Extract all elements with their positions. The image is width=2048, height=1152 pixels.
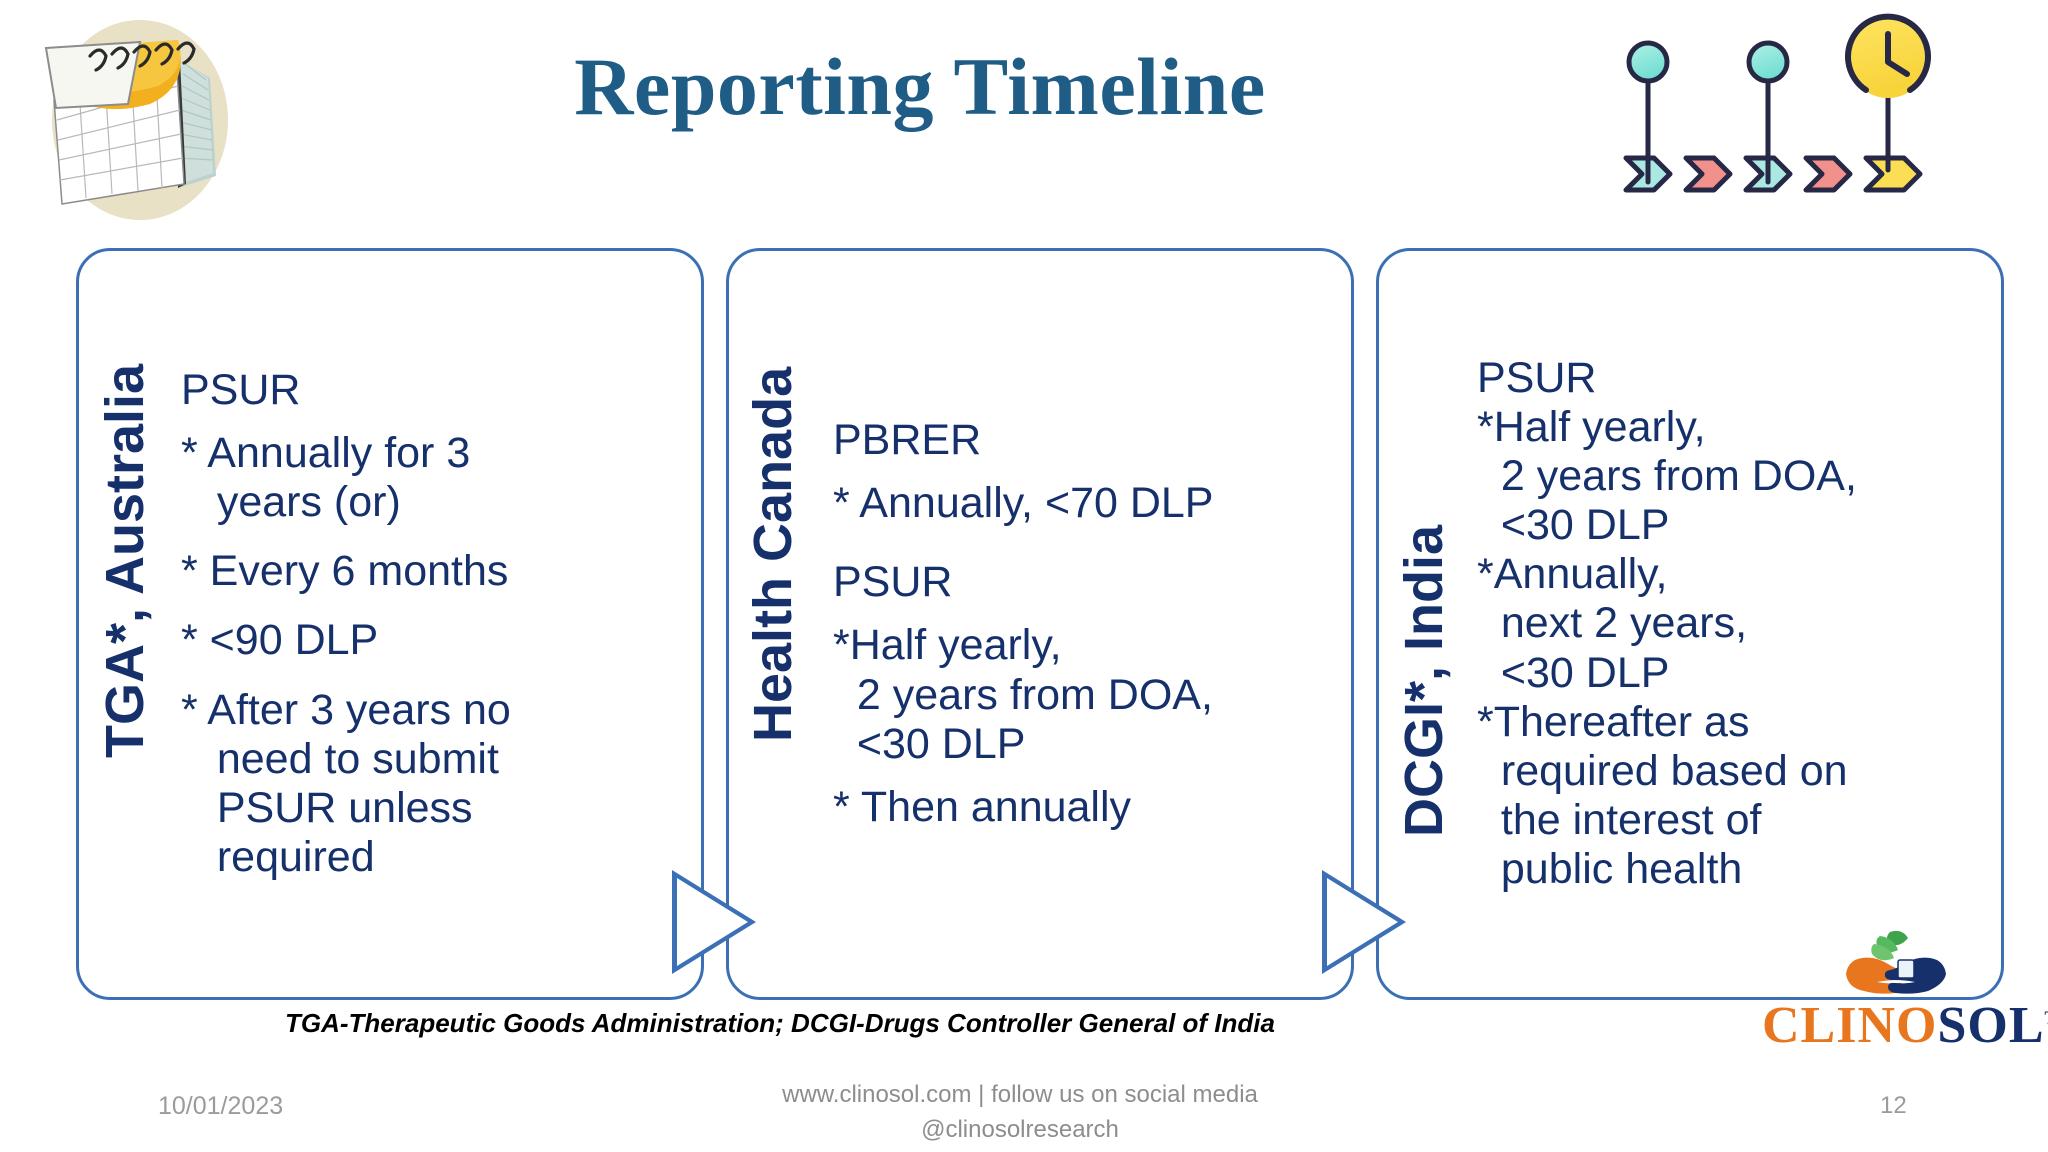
bullet-line: *Thereafter as [1477, 697, 1750, 746]
panel-body-health-canada: PBRER * Annually, <70 DLP PSUR *Half yea… [825, 416, 1351, 831]
bullet-line: * After 3 years no [181, 685, 511, 734]
bullet-line: *Half yearly, [1477, 403, 1706, 452]
trademark-symbol: TM [2045, 1008, 2048, 1028]
timeline-milestones-icon [1618, 10, 2038, 200]
logo-word-part2: SOL [1937, 997, 2045, 1054]
clinosol-logo: CLINOSOLTM [1762, 930, 2048, 1070]
bullet-line: next 2 years, [1477, 599, 1748, 648]
panel-row: TGA*, Australia PSUR * Annually for 3 ye… [0, 248, 2048, 1000]
panel-dcgi-india: DCGI*, India PSUR *Half yearly, 2 years … [1376, 248, 2004, 1000]
bullet-line: * Annually, <70 DLP [833, 479, 1214, 528]
bullet-line: required [181, 832, 375, 881]
bullet-line: required based on [1477, 746, 1848, 795]
bullet-line: <30 DLP [1477, 501, 1670, 550]
bullet-line: public health [1477, 844, 1743, 893]
group-heading: PBRER [833, 416, 982, 465]
bullet-line: <30 DLP [1477, 648, 1670, 697]
bullet-line: PSUR unless [181, 783, 473, 832]
panel-label-text: Health Canada [743, 366, 803, 742]
panel-label-text: TGA*, Australia [95, 363, 155, 758]
panel-label-tga: TGA*, Australia [79, 251, 175, 997]
footnote: TGA-Therapeutic Goods Administration; DC… [285, 1008, 1275, 1038]
group-psur: PSUR *Half yearly, 2 years from DOA, <30… [833, 558, 1337, 831]
panel-tga-australia: TGA*, Australia PSUR * Annually for 3 ye… [76, 248, 704, 1000]
bullet-line: *Half yearly, [833, 621, 1062, 670]
arrow-right-icon [672, 870, 756, 974]
bullet-line: the interest of [1477, 795, 1762, 844]
clock-icon [1885, 31, 1910, 77]
panel-body-tga: PSUR * Annually for 3 years (or) * Every… [175, 366, 701, 881]
calendar-notepad-icon [28, 8, 258, 238]
group-heading: PSUR [833, 558, 953, 607]
bullet-line: <30 DLP [833, 719, 1026, 768]
page-number: 12 [1880, 1092, 1907, 1119]
page-title: Reporting Timeline [574, 41, 1266, 132]
panel-body-dcgi: PSUR *Half yearly, 2 years from DOA, <30… [1475, 354, 2001, 893]
group-heading: PSUR [1477, 354, 1597, 403]
bullet-line: * Every 6 months [181, 547, 509, 596]
bullet-line: need to submit [181, 734, 499, 783]
footer-website-line: www.clinosol.com | follow us on social m… [782, 1081, 1258, 1108]
bullet-line: years (or) [181, 478, 401, 527]
panel-health-canada: Health Canada PBRER * Annually, <70 DLP … [726, 248, 1354, 1000]
hands-plant-icon [1836, 930, 1956, 1004]
footer-social: www.clinosol.com | follow us on social m… [620, 1078, 1420, 1148]
footer-date: 10/01/2023 [158, 1092, 284, 1120]
bullet-line: 2 years from DOA, [1477, 452, 1857, 501]
arrow-right-icon [1322, 870, 1406, 974]
bullet-line: *Annually, [1477, 550, 1668, 599]
footer-handle-line: @clinosolresearch [921, 1115, 1119, 1143]
logo-word-part1: CLINO [1762, 997, 1938, 1054]
group-heading: PSUR [181, 366, 301, 415]
bullet-line: * Then annually [833, 782, 1132, 831]
panel-label-text: DCGI*, India [1394, 524, 1454, 837]
bullet-line: * <90 DLP [181, 616, 379, 665]
group-psur: PSUR * Annually for 3 years (or) * Every… [181, 366, 687, 881]
group-psur: PSUR *Half yearly, 2 years from DOA, <30… [1477, 354, 1987, 893]
bullet-line: * Annually for 3 [181, 429, 471, 478]
clinosol-wordmark: CLINOSOLTM [1762, 996, 2048, 1055]
bullet-line: 2 years from DOA, [833, 670, 1213, 719]
group-pbrer: PBRER * Annually, <70 DLP [833, 416, 1337, 528]
